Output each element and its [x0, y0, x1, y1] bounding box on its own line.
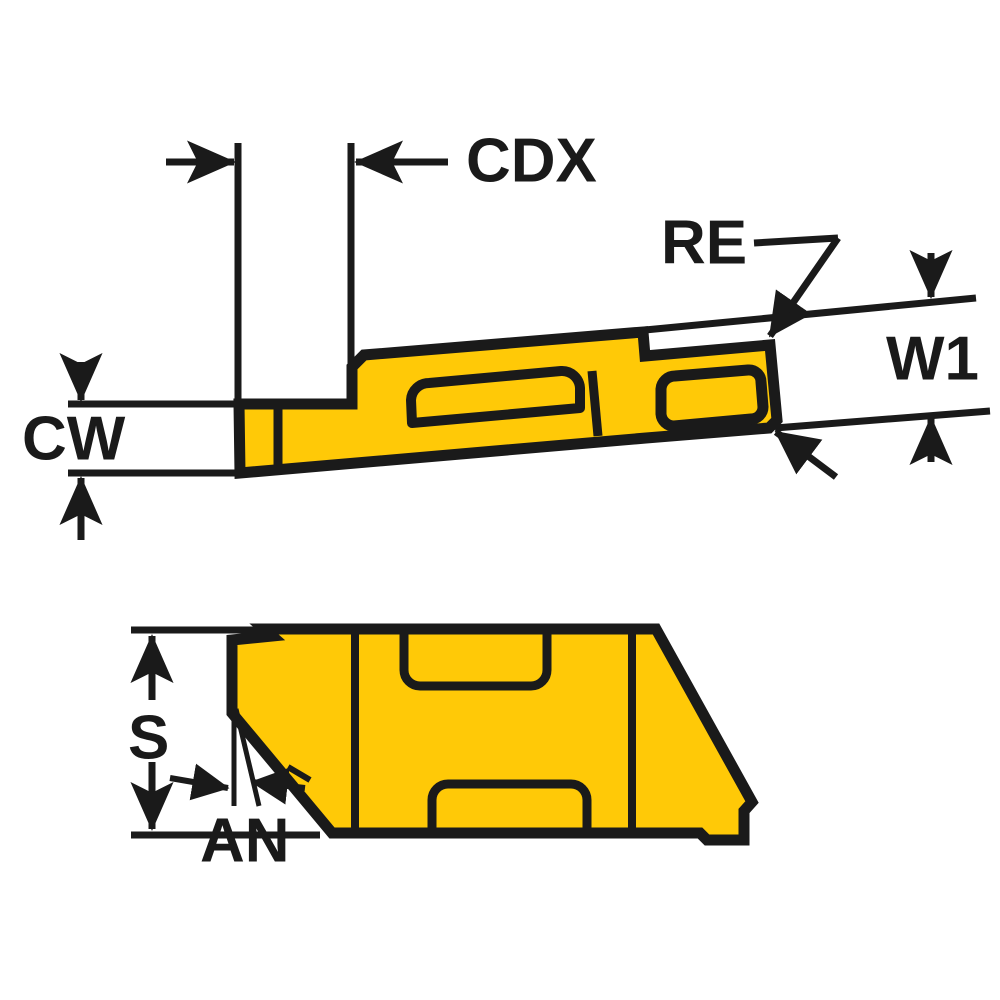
insert-top-rib-right [587, 370, 603, 437]
w1-extension-line-lower [774, 407, 991, 432]
w1-label: W1 [886, 324, 979, 393]
an-arrow-right [250, 767, 306, 805]
insert-bottom-pocket-upper [399, 630, 552, 691]
insert-bottom-pocket-lower [427, 779, 592, 833]
re-label: RE [661, 208, 747, 277]
insert-top-pocket [406, 366, 585, 428]
cw-label: CW [22, 404, 126, 473]
insert-bottom-body [226, 623, 759, 846]
an-arrow-left [169, 763, 230, 801]
insert-top-body [233, 326, 783, 479]
re-leader-diagonal [767, 236, 841, 338]
w1-extension-line-upper [644, 294, 977, 334]
insert-top-tip-pocket [655, 364, 769, 432]
top-view-group: CDX CW RE W1 [22, 126, 991, 540]
bottom-view-group: S AN [128, 623, 759, 875]
an-leader-tick [286, 764, 312, 783]
re-leader-horizontal [753, 234, 839, 247]
an-label: AN [200, 806, 290, 875]
insert-bottom-outline [226, 623, 759, 846]
nose-leader-arrow [773, 429, 839, 480]
s-label: S [128, 703, 169, 772]
cdx-label: CDX [466, 126, 597, 195]
